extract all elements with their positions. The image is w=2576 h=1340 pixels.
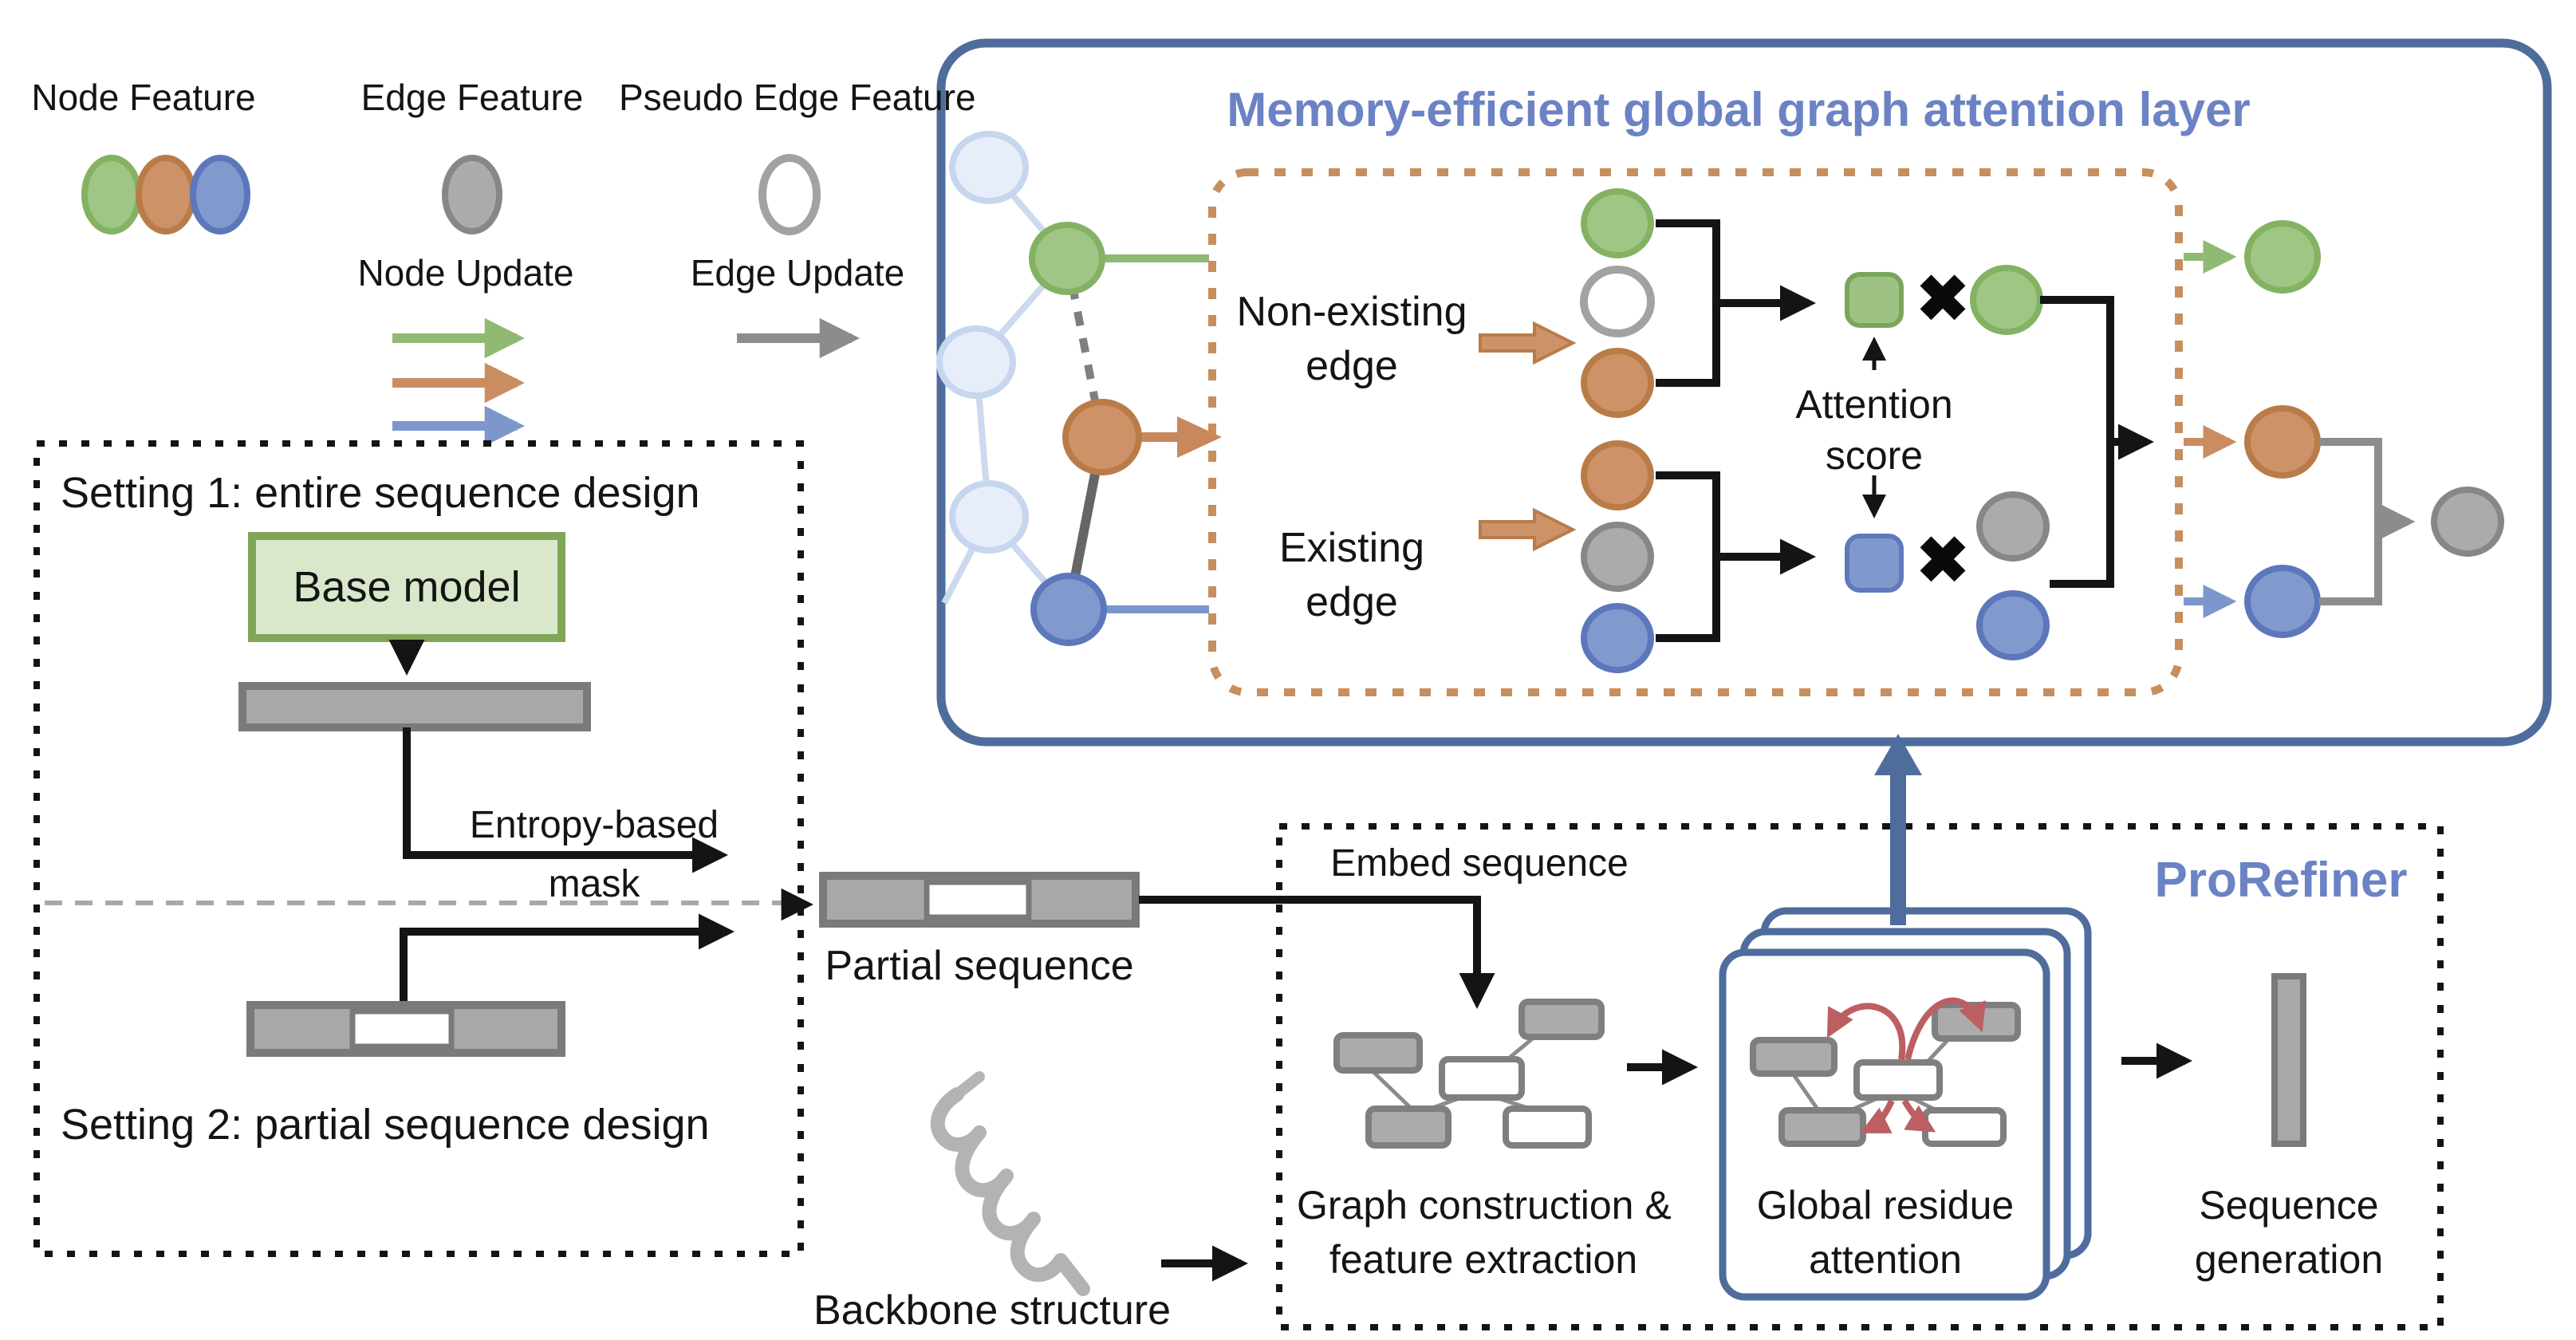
edge-types-dashed-box — [1208, 168, 2183, 696]
sequence-generation-bar — [2271, 973, 2306, 1147]
green-attention-score-icon — [1845, 272, 1904, 328]
prorefiner-dotted-box — [1276, 823, 2444, 1330]
green-node-icon — [1029, 222, 1105, 295]
legend-node-update-arrows — [392, 317, 526, 447]
prorefiner-title: ProRefiner — [2154, 852, 2408, 908]
sequence-generation-label-line2: generation — [2194, 1238, 2384, 1283]
non-existing-product-line — [2040, 296, 2114, 442]
blue-output-node — [2244, 565, 2321, 638]
legend-green-node-icon — [81, 155, 142, 235]
partial-sequence-label: Partial sequence — [825, 941, 1134, 989]
blue-feature-icon — [1581, 603, 1654, 673]
backbone-helix-icon — [930, 1071, 1090, 1296]
legend-edge-feature-label: Edge Feature — [360, 77, 584, 118]
global-attention-label-line2: attention — [1809, 1238, 1962, 1283]
entropy-mask-arrow — [403, 727, 728, 873]
gray-value-icon — [1976, 491, 2050, 562]
sequence-generation-label-line1: Sequence — [2199, 1184, 2379, 1228]
blue-value-icon — [1976, 590, 2050, 660]
red-attention-arc — [1826, 1003, 1906, 1060]
embed-sequence-arrow — [1139, 896, 1495, 1009]
legend-edge-feature-icon — [442, 155, 502, 235]
orange-node-arrowhead — [1177, 416, 1222, 458]
setting2-title: Setting 2: partial sequence design — [61, 1101, 710, 1149]
faded-node-icon — [949, 131, 1029, 204]
attention-score-label-line1: Attention — [1795, 383, 1953, 428]
orange-feature-icon — [1581, 348, 1654, 418]
global-residue-attention-icon — [1750, 997, 2021, 1147]
red-attention-arc — [1904, 997, 1986, 1060]
entropy-mask-label-line1: Entropy-based — [469, 804, 719, 847]
blue-attention-score-icon — [1845, 534, 1904, 593]
green-value-icon — [1970, 265, 2043, 335]
edge-update-line-top — [2319, 438, 2382, 522]
layer-expansion-arrow — [1874, 734, 1922, 925]
partial-sequence-masked-segment — [924, 879, 1032, 920]
orange-output-node — [2244, 405, 2321, 479]
graph-construction-icon — [1333, 999, 1605, 1149]
attention-layer-box — [936, 38, 2552, 747]
existing-bracket — [1656, 471, 1720, 642]
red-attention-arc — [1901, 1098, 1936, 1133]
gray-output-node — [2431, 487, 2504, 557]
non-existing-block-arrow — [1479, 321, 1577, 365]
setting2-output-arrow — [400, 913, 735, 1005]
existing-block-arrow — [1479, 507, 1577, 552]
blue-node-icon — [1030, 573, 1107, 646]
attention-layer-title: Memory-efficient global graph attention … — [1227, 85, 2251, 137]
base-model-label: Base model — [293, 563, 521, 611]
orange-feature-icon — [1581, 440, 1654, 510]
pseudo-edge-feature-icon — [1580, 266, 1655, 337]
orange-node-icon — [1062, 399, 1142, 475]
faded-node-icon — [936, 325, 1016, 399]
graph-construction-label-line2: feature extraction — [1329, 1238, 1638, 1283]
red-attention-arc — [1860, 1099, 1895, 1133]
legend-node-feature-label: Node Feature — [31, 77, 256, 118]
setting2-masked-segment — [349, 1008, 455, 1050]
setting1-sequence-bar — [238, 682, 591, 731]
multiply-icon: ✖ — [1916, 526, 1970, 597]
embed-sequence-label: Embed sequence — [1330, 842, 1629, 885]
green-output-node — [2244, 220, 2321, 294]
legend-blue-node-icon — [190, 155, 250, 235]
settings-dotted-box — [33, 440, 804, 1257]
existing-edge-label-line2: edge — [1306, 577, 1398, 625]
legend-orange-node-icon — [136, 155, 196, 235]
residue-graph — [936, 131, 1222, 646]
graph-construction-label-line1: Graph construction & — [1297, 1184, 1672, 1228]
green-feature-icon — [1581, 188, 1654, 258]
legend-pseudo-edge-feature-icon — [758, 154, 821, 235]
non-existing-bracket — [1656, 219, 1720, 387]
setting1-title: Setting 1: entire sequence design — [61, 469, 700, 517]
legend-node-update-label: Node Update — [357, 252, 574, 294]
gray-edge-feature-icon — [1581, 522, 1654, 592]
existing-product-line — [2050, 442, 2114, 588]
existing-edge-label-line1: Existing — [1278, 523, 1425, 571]
legend-pseudo-edge-feature-label: Pseudo Edge Feature — [619, 77, 976, 118]
edge-update-line-bottom — [2319, 522, 2382, 605]
non-existing-edge-label-line1: Non-existing — [1236, 287, 1467, 335]
faded-node-icon — [949, 480, 1029, 554]
entropy-mask-label-line2: mask — [548, 863, 640, 906]
base-model-box — [248, 532, 565, 642]
attention-score-label-line2: score — [1825, 434, 1924, 479]
multiply-icon: ✖ — [1916, 265, 1970, 335]
backbone-structure-label: Backbone structure — [813, 1286, 1171, 1334]
non-existing-edge-label-line2: edge — [1306, 341, 1398, 389]
global-attention-label-line1: Global residue — [1756, 1184, 2015, 1228]
legend-edge-update-label: Edge Update — [690, 252, 905, 294]
legend-node-feature-icons — [81, 155, 250, 235]
